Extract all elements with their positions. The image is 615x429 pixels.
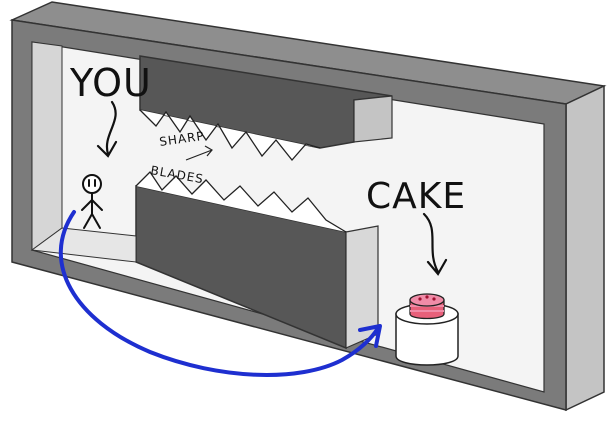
route-path-arrow <box>58 210 380 377</box>
route-path-arrowhead <box>358 324 382 348</box>
cake-label: CAKE <box>366 176 466 217</box>
blades-pointer-arrow <box>185 145 213 161</box>
ceiling-block-side <box>353 95 393 143</box>
you-arrow <box>96 100 118 158</box>
you-label: YOU <box>69 61 152 105</box>
sharp-label: SHARP <box>158 129 205 149</box>
floor-left-ledge <box>30 227 137 263</box>
cake-arrow <box>422 212 448 276</box>
box-right-face <box>565 84 605 412</box>
bottom-blade-spikes <box>135 170 347 233</box>
cake-icon <box>409 293 445 320</box>
top-blade-spikes <box>139 109 321 162</box>
stick-figure-icon <box>81 174 103 229</box>
cavity-left-shade <box>31 41 63 251</box>
